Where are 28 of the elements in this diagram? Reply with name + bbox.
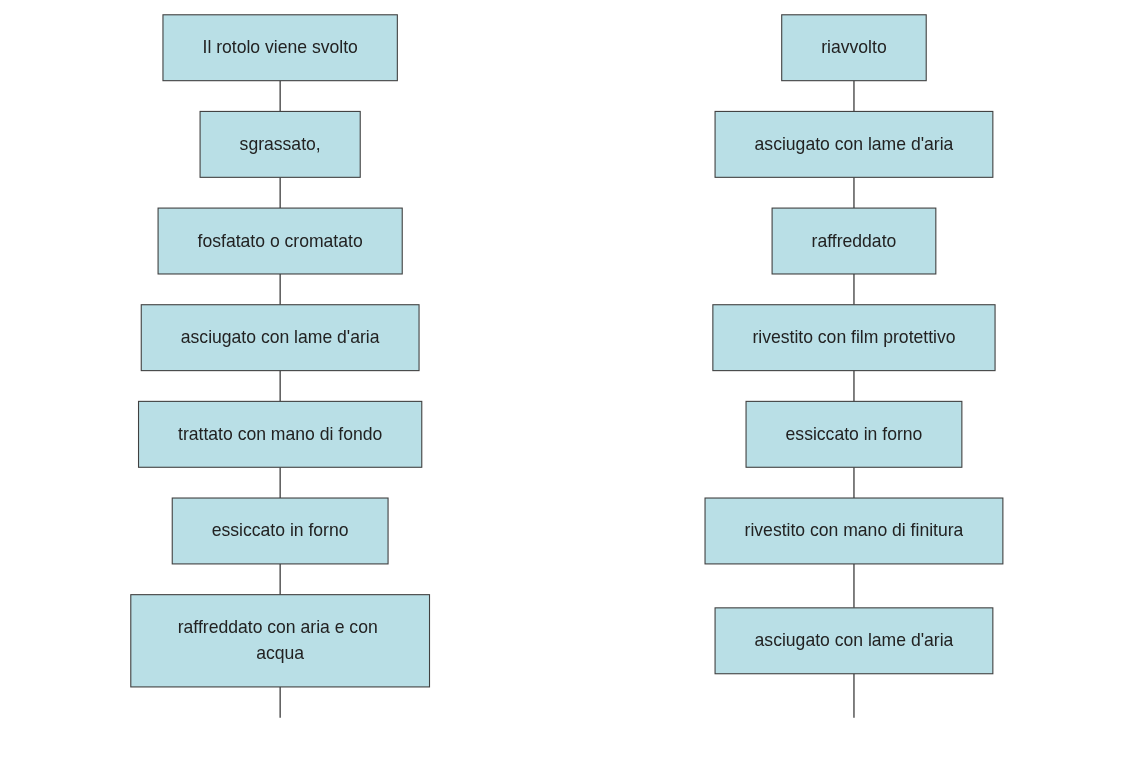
- connector: [279, 562, 281, 595]
- node-box: riavvolto: [781, 13, 927, 81]
- connector: [279, 272, 281, 305]
- connector: [279, 79, 281, 112]
- node-box: asciugato con lame d'aria: [714, 110, 994, 178]
- connector: [853, 562, 855, 608]
- connector: [853, 176, 855, 209]
- node-box: raffreddato con aria e con acqua: [130, 593, 431, 687]
- node-box: fosfatato o cromatato: [157, 207, 403, 275]
- connector: [279, 466, 281, 499]
- connector: [853, 466, 855, 499]
- node-box: essiccato in forno: [745, 400, 963, 468]
- node-box: asciugato con lame d'aria: [714, 606, 994, 674]
- node-box: sgrassato,: [199, 110, 361, 178]
- node-box: asciugato con lame d'aria: [140, 303, 420, 371]
- node-box: Il rotolo viene svolto: [162, 13, 399, 81]
- connector: [279, 369, 281, 402]
- connector: [853, 272, 855, 305]
- connector: [279, 176, 281, 209]
- node-box: raffreddato: [771, 207, 937, 275]
- connector: [853, 369, 855, 402]
- connector: [853, 79, 855, 112]
- node-box: rivestito con film protettivo: [712, 303, 996, 371]
- connector: [279, 685, 281, 718]
- node-box: rivestito con mano di finitura: [704, 496, 1004, 564]
- node-box: essiccato in forno: [171, 496, 389, 564]
- connector: [853, 672, 855, 718]
- node-box: trattato con mano di fondo: [138, 400, 423, 468]
